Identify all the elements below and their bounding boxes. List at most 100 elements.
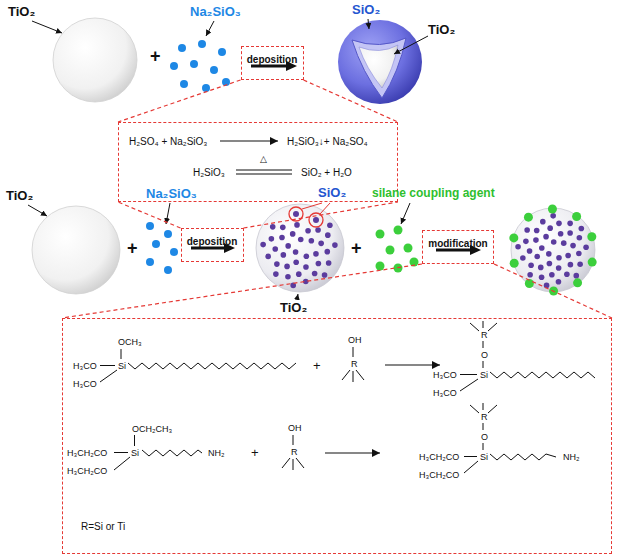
silica-dot [326, 260, 332, 266]
callout-label: TiO₂ [8, 4, 35, 20]
silicate-dot [164, 266, 172, 274]
silane-dot [509, 233, 518, 242]
alkyl-chain [490, 372, 595, 378]
silica-dot [309, 238, 315, 244]
formula-text: OH [348, 335, 362, 346]
process-step-box: modification [422, 230, 494, 264]
alkyl-chain [128, 363, 296, 369]
chemical-bond [356, 370, 364, 380]
silica-dot [296, 271, 302, 277]
reaction-arrow [220, 140, 278, 141]
silica-dot [568, 262, 574, 268]
silicate-dot [190, 60, 198, 68]
formula-text: △ [260, 154, 267, 165]
silica-dot [556, 255, 562, 261]
silica-dot [265, 254, 271, 260]
silica-dot [332, 242, 338, 248]
silane-dot [509, 205, 596, 296]
silane-dot [573, 278, 582, 287]
reaction-arrow [385, 364, 440, 365]
silane-dot [386, 246, 395, 255]
formula-text: Si [480, 370, 488, 381]
silica-dot [281, 252, 287, 258]
silane-dot [548, 205, 557, 214]
silica-dot [567, 221, 573, 227]
formula-text: H₃CO [433, 388, 457, 399]
silica-dot [274, 261, 280, 267]
formula-text: H₃CH₂CO [419, 470, 459, 481]
chemical-bond [282, 458, 290, 468]
silica-dot [527, 248, 533, 254]
chemical-bond [483, 341, 484, 348]
chemical-bond [342, 370, 350, 380]
silica-dot [272, 246, 278, 252]
silica-dot [534, 228, 540, 234]
silicate-dot [202, 84, 210, 92]
silicate-dot [180, 80, 188, 88]
chemical-bond [483, 443, 484, 450]
leader-arrow [297, 294, 298, 299]
dashed-connector [118, 202, 398, 228]
core-shell-sphere [338, 20, 422, 104]
core-shell-sphere [359, 45, 398, 88]
callout-label: TiO₂ [6, 188, 33, 204]
core-shell-sphere [338, 20, 422, 104]
callout-label: Na₂SiO₃ [146, 186, 197, 202]
silica-highlight [313, 217, 319, 223]
formula-text: R [351, 359, 358, 370]
leader-arrow [32, 21, 62, 33]
leader-arrow [166, 203, 170, 224]
formula-text: + [313, 358, 321, 374]
silica-dot [579, 226, 585, 232]
silica-dot [260, 242, 266, 248]
step-label: deposition [187, 236, 238, 248]
chemical-bond [470, 405, 479, 413]
silane-dot [376, 230, 385, 239]
sphere [32, 18, 595, 294]
silicate-dot [218, 48, 226, 56]
sphere [53, 18, 137, 102]
silane-dot [510, 259, 519, 268]
chemical-bond [483, 423, 484, 430]
plus-sign: + [150, 46, 161, 68]
silica-dot [534, 254, 540, 260]
silica-dot [322, 272, 328, 278]
callout-label: SiO₂ [318, 185, 346, 201]
silica-dot [304, 253, 310, 259]
callout-box: OCH₃H₃COSiH₃CO+OHRROH₃COSiH₃COOCH₂CH₃H₃C… [62, 318, 612, 554]
formula-text: H₂SO₄ + Na₂SiO₃ [129, 136, 207, 148]
chemical-bond [353, 347, 354, 357]
chemical-bond [483, 361, 484, 368]
formula-text: SiO₂ + H₂O [301, 167, 352, 179]
chemical-bond [293, 435, 294, 445]
process-step-box: deposition [181, 228, 244, 262]
chemical-bond [353, 371, 354, 382]
chemical-bond [296, 458, 304, 468]
formula-text: H₃CO [73, 379, 97, 390]
leader-arrow [368, 19, 369, 29]
leader-arrow [28, 19, 428, 299]
silica-dot [298, 237, 304, 243]
sphere [256, 204, 344, 292]
silica-dot [533, 237, 539, 243]
silica-dot [280, 225, 286, 231]
silica-dot [544, 283, 550, 289]
leader-arrow [302, 203, 322, 209]
silane-dot [588, 258, 597, 267]
silica-dot [269, 236, 275, 242]
silica-dot [547, 225, 553, 231]
formula-text: Si [480, 452, 488, 463]
formula-text: R [481, 412, 488, 423]
formula-text: H₂SiO₃ [193, 167, 225, 179]
silica-dot [556, 279, 562, 285]
silica-dot [551, 239, 557, 245]
callout-label: TiO₂ [280, 300, 307, 316]
silicate-dot [170, 62, 178, 70]
leader-arrow [394, 36, 428, 54]
silica-dot [520, 255, 526, 261]
reaction-arrow [236, 173, 292, 174]
chemical-bond [460, 379, 478, 391]
silica-dot [543, 234, 549, 240]
callout-label: TiO₂ [428, 22, 455, 38]
silica-dot [524, 227, 530, 233]
